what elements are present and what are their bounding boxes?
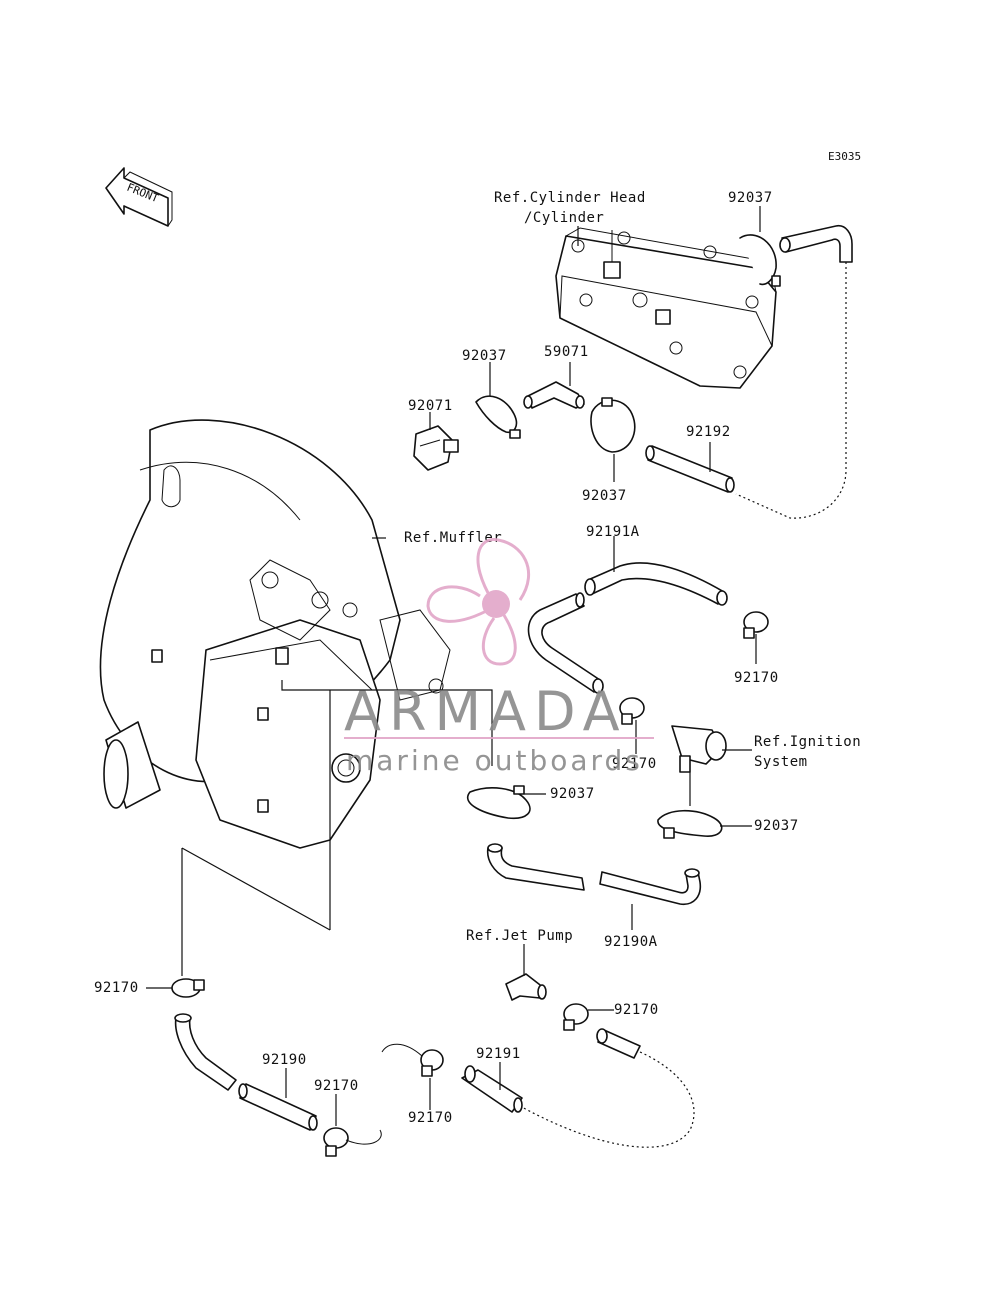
ref-cylinder-head-label: Ref.Cylinder Head <box>494 190 646 206</box>
part-92037-c-label: 92037 <box>550 786 595 802</box>
part-92170-center-label: 92170 <box>612 756 657 772</box>
part-92170-bot-label: 92170 <box>408 1110 453 1126</box>
clamp-92037-mid <box>590 397 636 453</box>
clamp-92170-bot <box>381 1043 444 1077</box>
hose-92192 <box>645 445 735 493</box>
ref-ignition-label: Ref.Ignition <box>754 734 861 750</box>
ref-ignition-system-label: System <box>754 754 808 770</box>
part-92037-mid-label: 92037 <box>582 488 627 504</box>
hose-92191 <box>461 1065 523 1113</box>
fitting-59071 <box>523 381 585 409</box>
hose-top <box>779 224 853 263</box>
part-92037-left-label: 92037 <box>462 348 507 364</box>
clamp-92170-left <box>171 978 205 998</box>
diagram-code: E3035 <box>828 150 861 163</box>
hose-92191A <box>527 562 728 694</box>
hose-92190 <box>174 1013 318 1131</box>
part-92191-label: 92191 <box>476 1046 521 1062</box>
ref-muffler-label: Ref.Muffler <box>404 530 502 546</box>
watermark-tagline: marine outboards <box>346 744 643 777</box>
clamp-92170-center <box>619 697 645 725</box>
hose-92190A <box>486 843 702 906</box>
front-arrow-icon: FRONT <box>105 167 173 227</box>
cylinder-head <box>555 227 777 389</box>
clamp-92037-r <box>657 809 723 839</box>
part-92191A-label: 92191A <box>586 524 640 540</box>
part-92071-label: 92071 <box>408 398 453 414</box>
propeller-logo-icon <box>426 538 531 666</box>
muffler <box>99 419 451 849</box>
part-92037-top-label: 92037 <box>728 190 773 206</box>
clamp-92170-right <box>743 611 769 639</box>
part-92170-jet-label: 92170 <box>614 1002 659 1018</box>
part-92192-label: 92192 <box>686 424 731 440</box>
ignition-fitting <box>671 725 727 773</box>
clamp-92037-top <box>739 234 781 287</box>
clamp-92037-c <box>467 785 531 820</box>
part-92170-right-label: 92170 <box>734 670 779 686</box>
jet-pump-fitting <box>505 973 547 1001</box>
part-92190A-label: 92190A <box>604 934 658 950</box>
clamp-92170-low <box>323 1127 382 1157</box>
clamp-92037-left <box>475 395 521 439</box>
cap-92071 <box>413 425 459 471</box>
part-92037-r-label: 92037 <box>754 818 799 834</box>
hose-jet <box>596 1028 641 1059</box>
part-59071-label: 59071 <box>544 344 589 360</box>
ref-jet-pump-label: Ref.Jet Pump <box>466 928 573 944</box>
armada-watermark: ARMADA marine outboards <box>344 538 654 777</box>
part-92170-low-label: 92170 <box>314 1078 359 1094</box>
part-92170-left-label: 92170 <box>94 980 139 996</box>
watermark-brand: ARMADA <box>344 680 628 743</box>
part-92190-label: 92190 <box>262 1052 307 1068</box>
ref-cylinder-label: /Cylinder <box>524 210 604 226</box>
clamp-92170-jet <box>563 1003 589 1031</box>
